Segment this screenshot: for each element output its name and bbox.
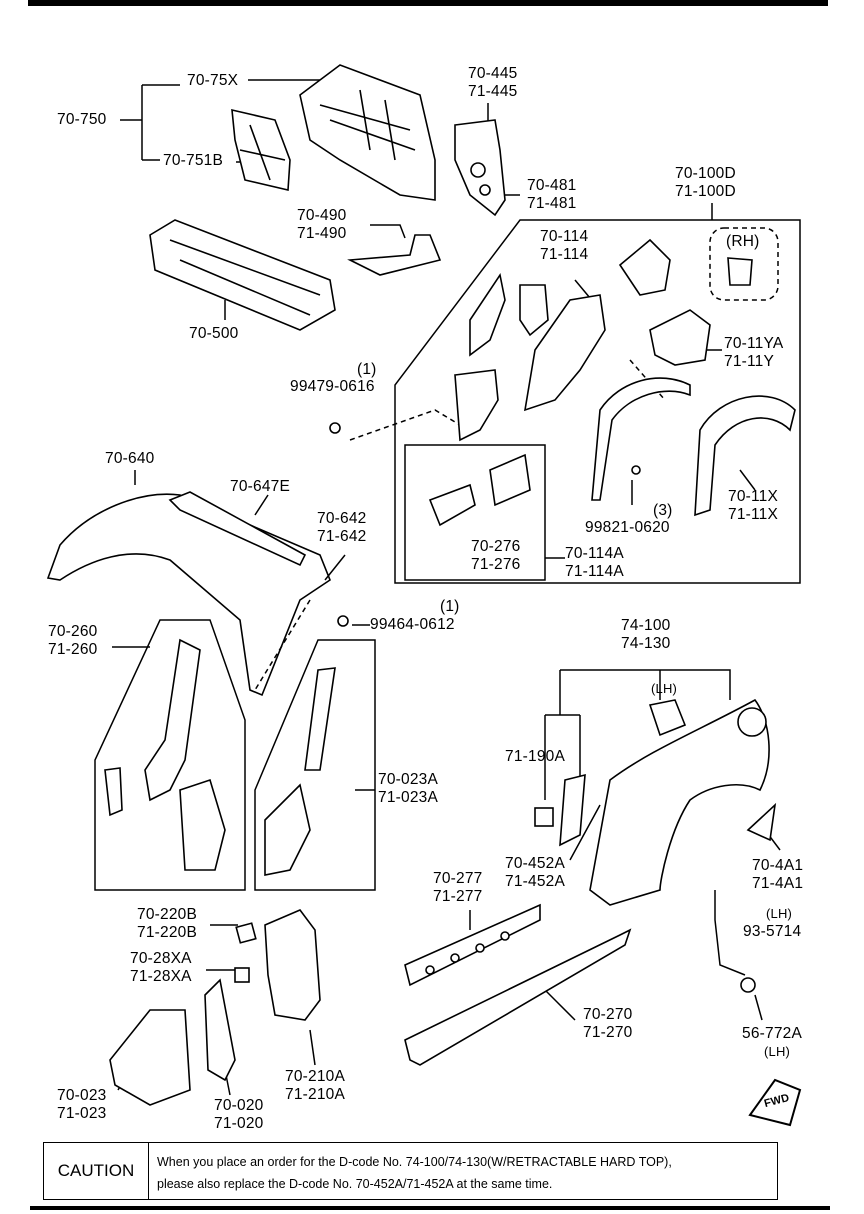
label-93-5714: 93-5714 [743, 923, 802, 940]
label-qty-99821: (3) [653, 502, 673, 519]
leader-70-750 [120, 84, 180, 161]
label-70-500: 70-500 [189, 325, 239, 342]
caution-text: When you place an order for the D-code N… [149, 1143, 777, 1199]
rh-box [709, 227, 779, 301]
label-qty-99464: (1) [440, 598, 460, 615]
leader-70-11x [739, 469, 756, 491]
part-wheelhouse-inner [591, 377, 691, 501]
label-70-647e: 70-647E [230, 478, 291, 495]
top-border [28, 0, 828, 6]
label-70-750: 70-750 [57, 111, 107, 128]
fuel-lid [737, 707, 767, 737]
label-99464-0612: 99464-0612 [370, 616, 455, 633]
label-qty-99479: (1) [357, 361, 377, 378]
part-sill-inner [404, 903, 541, 987]
part-sill-outer [404, 928, 632, 1066]
leader-70-490 [370, 224, 406, 239]
label-70-751b: 70-751B [163, 152, 224, 169]
label-56-772a: 56-772A [742, 1025, 803, 1042]
bottom-border [30, 1206, 830, 1210]
label-lh-93-5714: (LH) [766, 906, 793, 921]
fwd-arrow [748, 1078, 802, 1127]
part-header [168, 491, 307, 567]
caution-line-1: When you place an order for the D-code N… [157, 1155, 672, 1169]
part-751b [231, 108, 291, 191]
part-windshield-frame [46, 493, 331, 697]
part-114-b [523, 294, 606, 412]
part-210a [264, 909, 321, 1021]
caution-line-2: please also replace the D-code No. 70-45… [157, 1177, 553, 1191]
part-quarter-panel [589, 698, 770, 906]
label-rh: (RH) [726, 233, 760, 250]
caution-box: CAUTION When you place an order for the … [43, 1142, 778, 1200]
label-70-75x: 70-75X [187, 72, 239, 89]
label-70-640: 70-640 [105, 450, 155, 467]
part-11ya [649, 309, 711, 366]
bolt-99479 [329, 422, 341, 434]
caution-label: CAUTION [44, 1143, 149, 1199]
pillar-group-box-left [94, 619, 246, 891]
part-rear-shelf [149, 219, 336, 331]
part-023a-rail [304, 667, 336, 771]
label-99479-0616: 99479-0616 [290, 378, 375, 395]
pillar-group-box-right [254, 639, 376, 891]
bolt-99464 [337, 615, 349, 627]
part-023 [109, 1009, 191, 1106]
part-wheelhouse-outer [694, 395, 796, 517]
part-114-a [469, 272, 506, 357]
label-99821-0620: 99821-0620 [585, 519, 670, 536]
part-260-pillar [144, 638, 201, 802]
label-71-190a: 71-190A [505, 748, 566, 765]
part-490 [347, 234, 442, 276]
label-lh-74-100: (LH) [651, 681, 678, 696]
leader-74-100 [559, 669, 731, 715]
bracket-group-box [404, 444, 546, 581]
wheelhouse-group-box [394, 219, 801, 584]
label-lh-56-772a: (LH) [764, 1044, 791, 1059]
part-020 [204, 978, 236, 1082]
